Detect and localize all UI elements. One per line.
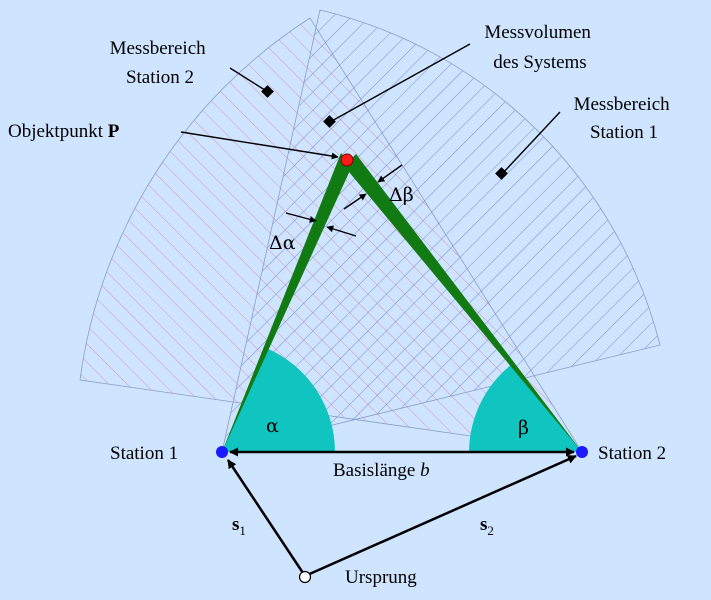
callout-line-station2: [229, 67, 269, 93]
delta-alpha-arrow-right: [326, 225, 357, 237]
station1-point: [216, 446, 228, 458]
delta-beta-arrow-bottom: [343, 193, 367, 210]
delta-alpha-arrow-left: [285, 212, 317, 223]
delta-alpha-label: Δα: [269, 232, 296, 254]
messvolumen-label: Messvolumen des Systems: [484, 22, 595, 73]
callout-marker-messvolumen: [323, 115, 336, 128]
vector-s1: [226, 459, 307, 577]
callout-line-messvolumen: [329, 43, 471, 123]
callout-marker-station2: [261, 85, 274, 98]
origin-point: [298, 570, 312, 584]
beta-label: β: [518, 417, 529, 439]
beta-angle-sector: [469, 364, 582, 452]
s1-label: s1: [232, 514, 246, 538]
delta-beta-label: Δβ: [389, 184, 414, 206]
ursprung-label: Ursprung: [345, 567, 417, 588]
alpha-angle-sector: [222, 348, 335, 452]
callout-line-objektpunkt: [180, 131, 339, 160]
messbereich-station1-label: Messbereich Station 1: [574, 94, 675, 143]
vector-s2: [304, 454, 577, 578]
callout-marker-station1: [495, 167, 508, 180]
ray-station2-to-object: [344, 154, 582, 452]
station2-label: Station 2: [598, 443, 666, 464]
station2-point: [576, 446, 588, 458]
basislaenge-label: Basislänge b: [333, 460, 430, 481]
alpha-label: α: [266, 415, 279, 437]
ray-station1-to-object: [222, 153, 352, 452]
object-point-p: [340, 153, 354, 167]
s2-label: s2: [480, 514, 494, 538]
objektpunkt-label: Objektpunkt P: [8, 121, 120, 142]
station1-label: Station 1: [110, 443, 178, 464]
delta-beta-arrow-top: [377, 164, 403, 183]
messbereich-station2-label: Messbereich Station 2: [110, 38, 211, 88]
callout-line-station1: [501, 111, 561, 175]
